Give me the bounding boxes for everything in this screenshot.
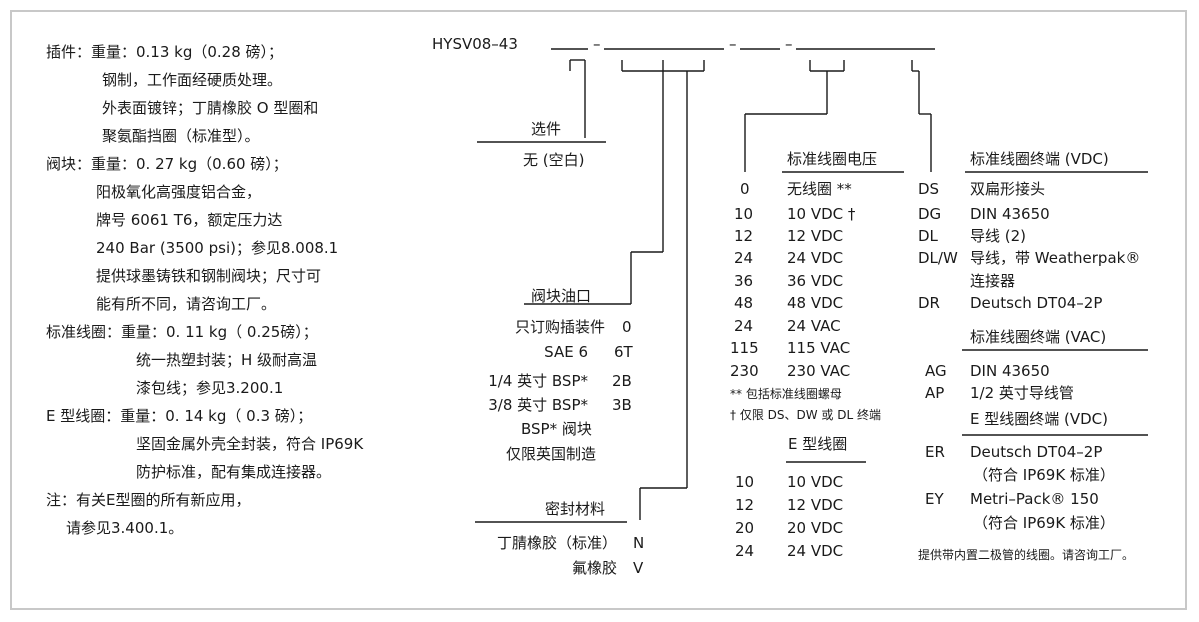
voltage-label: 10 VDC	[787, 473, 844, 491]
voltage-code: 10	[734, 205, 754, 223]
voltage-label: 36 VDC	[787, 272, 844, 290]
port-label: SAE 6	[544, 343, 588, 361]
port-code: 3B	[612, 396, 632, 414]
spec-line: 请参见3.400.1。	[66, 519, 184, 537]
spec-line: 240 Bar (3500 psi)；参见8.008.1	[96, 239, 339, 257]
port-note: 仅限英国制造	[506, 445, 597, 463]
spec-line: 坚固金属外壳全封装，符合 IP69K	[136, 435, 364, 453]
voltage-footnote: † 仅限 DS、DW 或 DL 终端	[730, 408, 881, 422]
spec-line: 漆包线；参见3.200.1	[136, 379, 284, 397]
options-title: 选件	[531, 120, 562, 138]
e-voltage-title: E 型线圈	[788, 435, 848, 453]
spec-line: 阀块：重量：0. 27 kg（0.60 磅）；	[46, 155, 288, 173]
spec-line: 外表面镀锌；丁腈橡胶 O 型圈和	[102, 99, 319, 117]
spec-line: 聚氨酯挡圈（标准型）。	[102, 127, 260, 145]
voltage-label: 12 VDC	[787, 496, 844, 514]
termination-label: 双扁形接头	[970, 180, 1046, 198]
spec-line: 能有所不同，请咨询工厂。	[96, 295, 277, 313]
termination-label: Metri–Pack® 150	[970, 490, 1099, 508]
voltage-label: 24 VDC	[787, 542, 844, 560]
code-separator: –	[785, 35, 793, 53]
code-separator: –	[729, 35, 737, 53]
port-note: BSP* 阀块	[521, 420, 592, 438]
voltage-label: 20 VDC	[787, 519, 844, 537]
termination-label: 导线 (2)	[970, 227, 1027, 245]
ports-title: 阀块油口	[531, 287, 592, 305]
spec-line: 钢制，工作面经硬质处理。	[102, 71, 283, 89]
voltage-label: 12 VDC	[787, 227, 844, 245]
port-label: 1/4 英寸 BSP*	[488, 372, 588, 390]
voltage-footnote: ** 包括标准线圈螺母	[730, 387, 842, 401]
document-frame	[10, 10, 1187, 610]
port-code: 0	[622, 318, 632, 336]
seal-code: N	[633, 534, 645, 552]
seal-code: V	[633, 559, 644, 577]
std-term-vac-title: 标准线圈终端 (VAC)	[970, 328, 1107, 346]
port-label: 只订购插装件	[514, 318, 605, 336]
std-term-vdc-title: 标准线圈终端 (VDC)	[970, 150, 1109, 168]
port-label: 3/8 英寸 BSP*	[488, 396, 588, 414]
code-separator: –	[593, 35, 601, 53]
voltage-code: 12	[734, 227, 754, 245]
termination-label: 连接器	[970, 272, 1016, 290]
voltage-label: 115 VAC	[787, 339, 851, 357]
termination-code: DG	[918, 205, 942, 223]
spec-line: 注：有关E型圈的所有新应用，	[46, 491, 251, 509]
termination-code: ER	[925, 443, 945, 461]
voltage-label: 230 VAC	[787, 362, 851, 380]
voltage-code: 115	[730, 339, 759, 357]
termination-label: Deutsch DT04–2P	[970, 294, 1103, 312]
e-term-vdc-title: E 型线圈终端 (VDC)	[970, 410, 1109, 428]
spec-line: 提供球墨铸铁和钢制阀块；尺寸可	[96, 267, 322, 285]
spec-line: 阳极氧化高强度铝合金，	[96, 183, 262, 201]
std-voltage-title: 标准线圈电压	[787, 150, 878, 168]
termination-code: AP	[925, 384, 945, 402]
termination-label: （符合 IP69K 标准）	[973, 466, 1115, 484]
model-code: HYSV08–43	[432, 35, 518, 53]
port-code: 6T	[614, 343, 633, 361]
seals-title: 密封材料	[545, 500, 606, 518]
voltage-code: 0	[740, 180, 750, 198]
termination-label: 导线，带 Weatherpak®	[970, 249, 1141, 267]
port-code: 2B	[612, 372, 632, 390]
voltage-code: 36	[734, 272, 754, 290]
voltage-code: 20	[735, 519, 755, 537]
termination-code: EY	[925, 490, 944, 508]
voltage-label: 24 VAC	[787, 317, 841, 335]
termination-label: DIN 43650	[970, 362, 1050, 380]
voltage-code: 24	[734, 317, 754, 335]
voltage-label: 无线圈 **	[787, 180, 852, 198]
spec-line: 插件：重量：0.13 kg（0.28 磅）；	[46, 43, 284, 61]
spec-line: E 型线圈：重量：0. 14 kg（ 0.3 磅）；	[46, 407, 313, 425]
voltage-label: 48 VDC	[787, 294, 844, 312]
voltage-label: 10 VDC †	[787, 205, 856, 223]
voltage-code: 48	[734, 294, 754, 312]
termination-code: DL	[918, 227, 938, 245]
voltage-code: 24	[735, 542, 755, 560]
voltage-code: 12	[735, 496, 755, 514]
termination-code: DR	[918, 294, 940, 312]
voltage-label: 24 VDC	[787, 249, 844, 267]
options-none: 无 (空白)	[523, 151, 585, 169]
seal-label: 丁腈橡胶（标准）	[496, 534, 617, 552]
footer-note: 提供带内置二极管的线圈。请咨询工厂。	[918, 548, 1135, 562]
termination-label: Deutsch DT04–2P	[970, 443, 1103, 461]
spec-line: 牌号 6061 T6，额定压力达	[96, 211, 283, 229]
voltage-code: 24	[734, 249, 754, 267]
seal-label: 氟橡胶	[571, 559, 617, 577]
termination-code: AG	[925, 362, 947, 380]
voltage-code: 10	[735, 473, 755, 491]
voltage-code: 230	[730, 362, 759, 380]
termination-code: DL/W	[918, 249, 958, 267]
termination-code: DS	[918, 180, 940, 198]
spec-line: 防护标准，配有集成连接器。	[136, 463, 332, 481]
termination-label: 1/2 英寸导线管	[970, 384, 1074, 402]
spec-line: 统一热塑封装；H 级耐高温	[136, 351, 318, 369]
termination-label: （符合 IP69K 标准）	[973, 514, 1115, 532]
spec-line: 标准线圈：重量：0. 11 kg（ 0.25磅）；	[46, 323, 318, 341]
termination-label: DIN 43650	[970, 205, 1050, 223]
